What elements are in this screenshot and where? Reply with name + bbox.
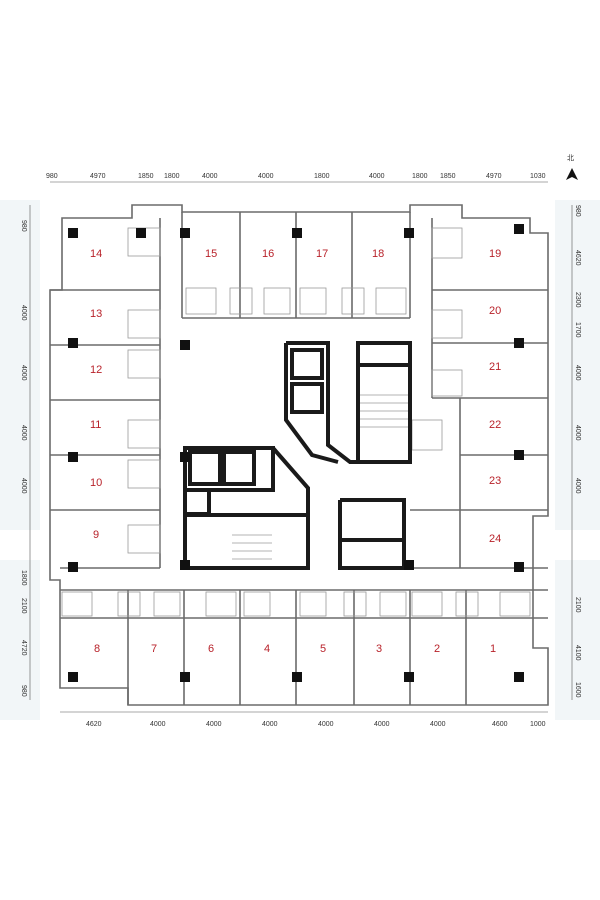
dim-right-4: 1700 bbox=[574, 322, 581, 338]
unit-label-24: 24 bbox=[489, 533, 501, 545]
dim-top-3: 1850 bbox=[138, 173, 154, 180]
unit-label-22: 22 bbox=[489, 419, 501, 431]
dim-right-10: 1600 bbox=[574, 682, 581, 698]
unit-label-20: 20 bbox=[489, 305, 501, 317]
dim-right-1: 980 bbox=[574, 205, 581, 217]
dim-bottom-5: 4000 bbox=[318, 721, 334, 728]
dim-top-11: 4970 bbox=[486, 173, 502, 180]
left-units bbox=[50, 218, 161, 569]
dimension-bottom: 4620 4000 4000 4000 4000 4000 4000 4600 … bbox=[60, 711, 548, 728]
dim-right-2: 4620 bbox=[574, 250, 581, 266]
dim-bottom-3: 4000 bbox=[206, 721, 222, 728]
north-arrow: 北 bbox=[566, 154, 578, 180]
unit-label-2: 2 bbox=[434, 643, 440, 655]
dim-bottom-8: 4600 bbox=[492, 721, 508, 728]
dim-right-9: 4100 bbox=[574, 645, 581, 661]
dim-right-3: 2300 bbox=[574, 292, 581, 308]
dim-left-4: 4000 bbox=[20, 425, 27, 441]
dim-left-8: 4720 bbox=[20, 640, 27, 656]
dim-left-1: 980 bbox=[20, 220, 27, 232]
dimension-top: 980 4970 1850 1800 4000 4000 1800 4000 1… bbox=[46, 173, 548, 183]
unit-label-3: 3 bbox=[376, 643, 382, 655]
bottom-units bbox=[60, 589, 548, 705]
dim-bottom-4: 4000 bbox=[262, 721, 278, 728]
dim-bottom-6: 4000 bbox=[374, 721, 390, 728]
unit-label-6: 6 bbox=[208, 643, 214, 655]
unit-label-15: 15 bbox=[205, 248, 217, 260]
background-watermark bbox=[0, 200, 600, 720]
dimension-left: 980 4000 4000 4000 4000 1800 2100 4720 9… bbox=[20, 205, 31, 700]
dim-right-6: 4000 bbox=[574, 425, 581, 441]
unit-label-12: 12 bbox=[90, 364, 102, 376]
unit-label-18: 18 bbox=[372, 248, 384, 260]
unit-label-21: 21 bbox=[489, 361, 501, 373]
dim-bottom-7: 4000 bbox=[430, 721, 446, 728]
unit-label-17: 17 bbox=[316, 248, 328, 260]
dim-top-5: 4000 bbox=[202, 173, 218, 180]
dim-top-8: 4000 bbox=[369, 173, 385, 180]
unit-label-11: 11 bbox=[90, 419, 101, 431]
north-label: 北 bbox=[567, 154, 574, 162]
unit-label-5: 5 bbox=[320, 643, 326, 655]
north-arrow-icon bbox=[566, 168, 578, 180]
dim-left-6: 1800 bbox=[20, 570, 27, 586]
dim-left-2: 4000 bbox=[20, 305, 27, 321]
dim-left-5: 4000 bbox=[20, 478, 27, 494]
unit-label-10: 10 bbox=[90, 477, 102, 489]
dim-top-7: 1800 bbox=[314, 173, 330, 180]
dimension-right: 980 4620 2300 1700 4000 4000 4000 2100 4… bbox=[571, 205, 581, 700]
unit-label-16: 16 bbox=[262, 248, 274, 260]
dim-top-10: 1850 bbox=[440, 173, 456, 180]
top-units bbox=[181, 212, 411, 319]
dim-top-6: 4000 bbox=[258, 173, 274, 180]
unit-label-13: 13 bbox=[90, 308, 102, 320]
core bbox=[183, 341, 412, 570]
dim-left-3: 4000 bbox=[20, 365, 27, 381]
columns bbox=[68, 224, 524, 682]
unit-labels: 1 2 3 4 5 6 7 8 9 10 11 12 13 14 15 16 1… bbox=[90, 248, 501, 655]
unit-label-14: 14 bbox=[90, 248, 102, 260]
dim-bottom-9: 1000 bbox=[530, 721, 546, 728]
unit-label-1: 1 bbox=[490, 643, 496, 655]
dim-top-1: 980 bbox=[46, 173, 58, 180]
right-units bbox=[410, 218, 548, 569]
dim-top-4: 1800 bbox=[164, 173, 180, 180]
unit-label-23: 23 bbox=[489, 475, 501, 487]
dim-bottom-1: 4620 bbox=[86, 721, 102, 728]
unit-label-4: 4 bbox=[264, 643, 270, 655]
dim-bottom-2: 4000 bbox=[150, 721, 166, 728]
unit-label-8: 8 bbox=[94, 643, 100, 655]
unit-label-9: 9 bbox=[93, 529, 99, 541]
dim-right-8: 2100 bbox=[574, 597, 581, 613]
dim-right-5: 4000 bbox=[574, 365, 581, 381]
dim-top-12: 1030 bbox=[530, 173, 546, 180]
unit-label-7: 7 bbox=[151, 643, 157, 655]
dim-right-7: 4000 bbox=[574, 478, 581, 494]
dim-top-9: 1800 bbox=[412, 173, 428, 180]
dim-left-9: 980 bbox=[20, 685, 27, 697]
unit-label-19: 19 bbox=[489, 248, 501, 260]
dim-top-2: 4970 bbox=[90, 173, 106, 180]
dim-left-7: 2100 bbox=[20, 598, 27, 614]
